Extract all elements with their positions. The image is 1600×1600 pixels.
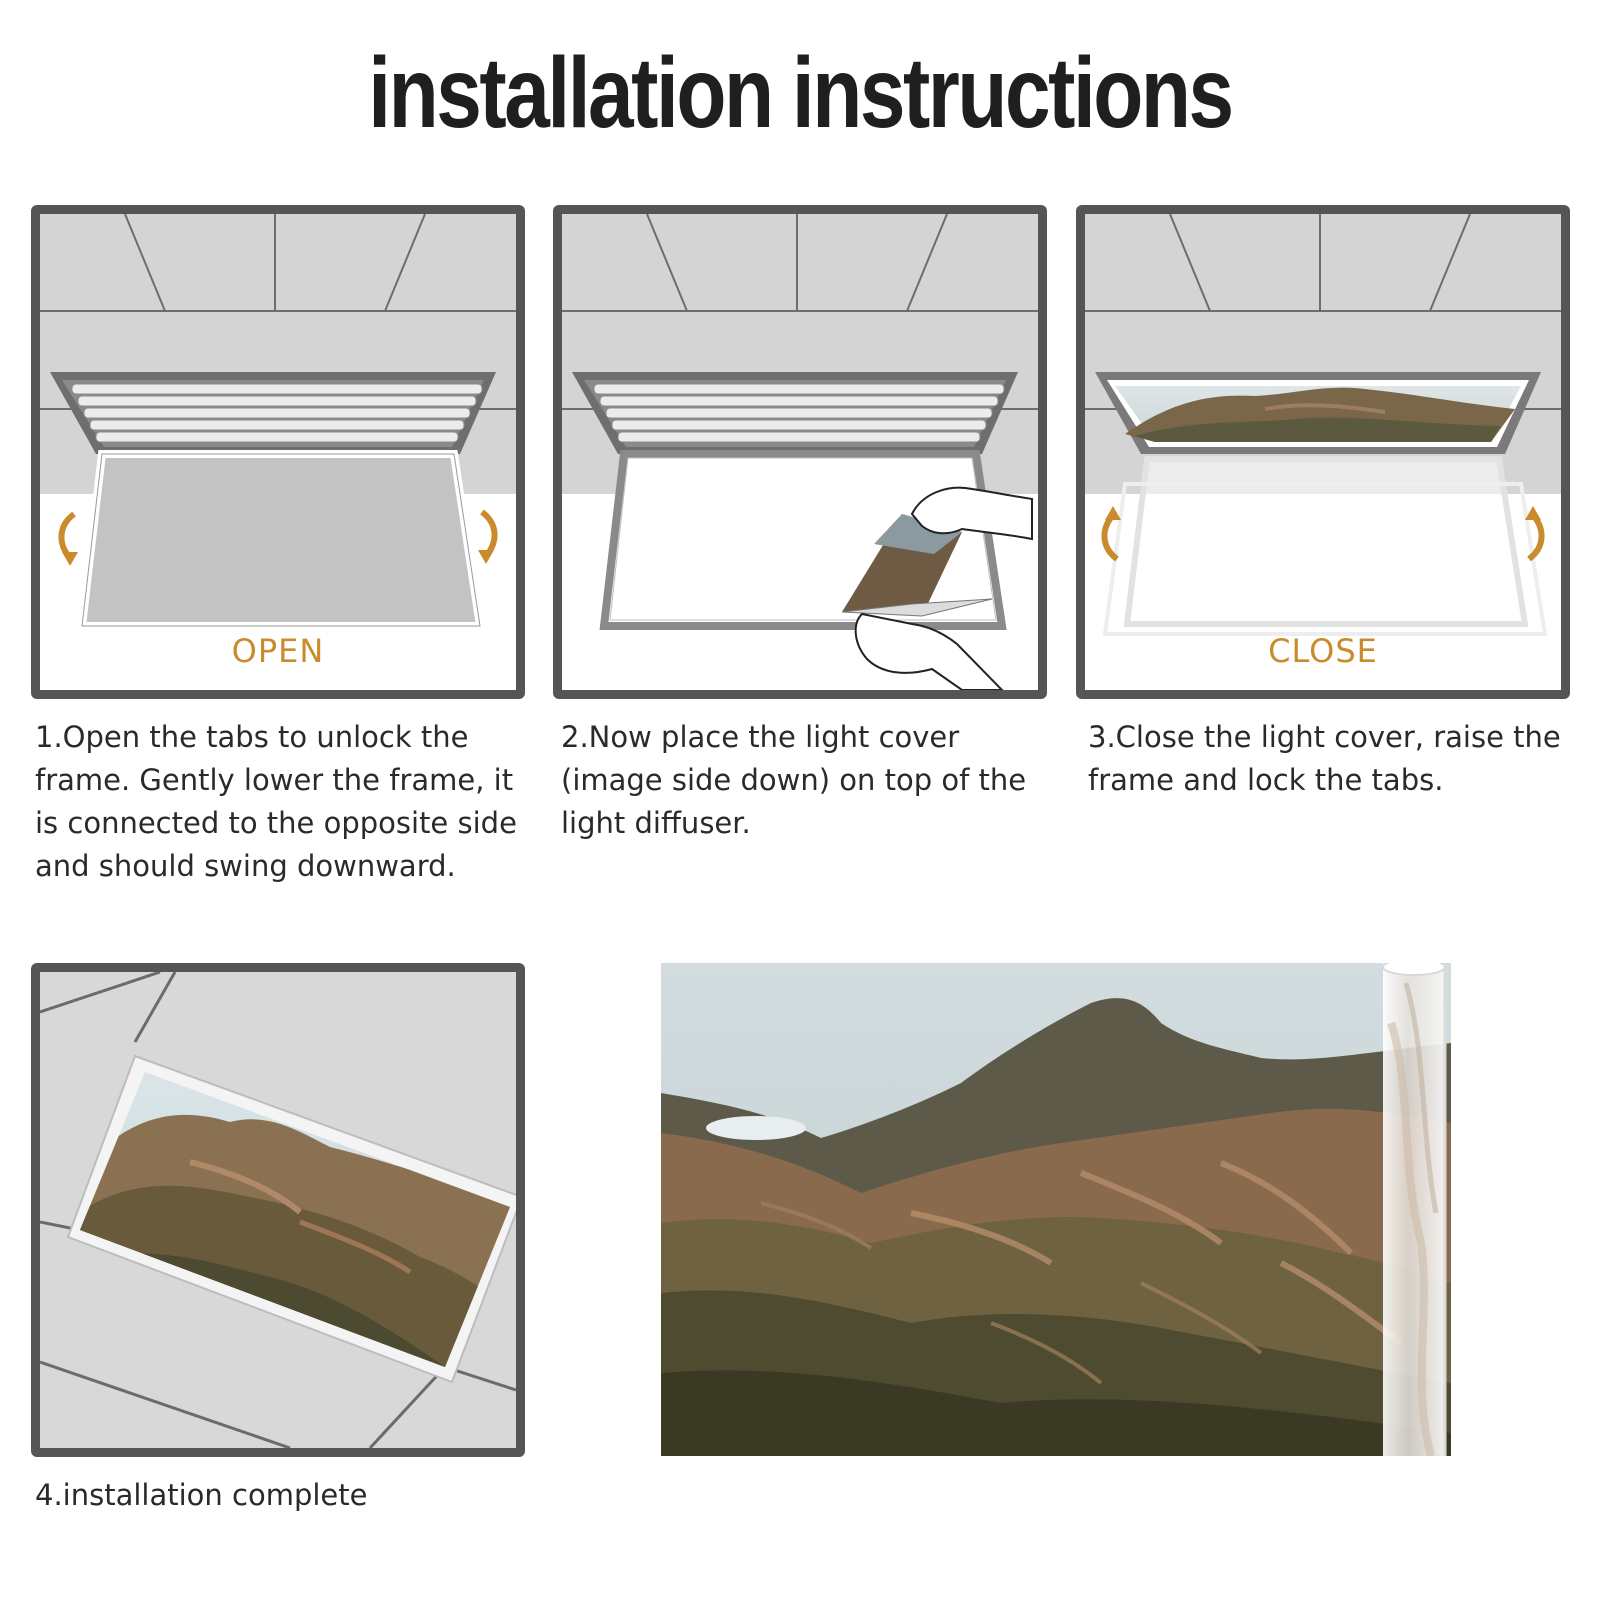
step-3-illustration: CLOSE <box>1076 205 1570 699</box>
step-1-illustration: OPEN <box>31 205 525 699</box>
step-4-caption: 4.installation complete <box>35 1478 368 1512</box>
hands-icon <box>854 486 1033 690</box>
step-1-caption: 1.Open the tabs to unlock the frame. Gen… <box>35 720 517 883</box>
step-4-illustration <box>31 963 525 1457</box>
rotate-down-right-arrow-icon <box>480 509 498 558</box>
step-2-caption: 2.Now place the light cover (image side … <box>561 720 1027 840</box>
page-title: installation instructions <box>368 37 1234 149</box>
close-diagram: CLOSE <box>1085 214 1561 670</box>
open-diagram: OPEN <box>40 214 516 670</box>
rotate-down-left-arrow-icon <box>58 511 76 560</box>
installed-ceiling-diagram <box>40 972 516 1448</box>
mountain-landscape-image <box>661 963 1451 1456</box>
light-cover-sheet <box>841 514 993 617</box>
step-3-caption: 3.Close the light cover, raise the frame… <box>1088 720 1561 797</box>
close-label: CLOSE <box>1268 632 1378 670</box>
place-cover-diagram <box>562 214 1038 690</box>
step-2-illustration <box>553 205 1047 699</box>
open-label: OPEN <box>232 632 325 670</box>
landscape-light-cover-photo <box>661 963 1451 1456</box>
rolled-film-icon <box>1382 963 1447 1456</box>
